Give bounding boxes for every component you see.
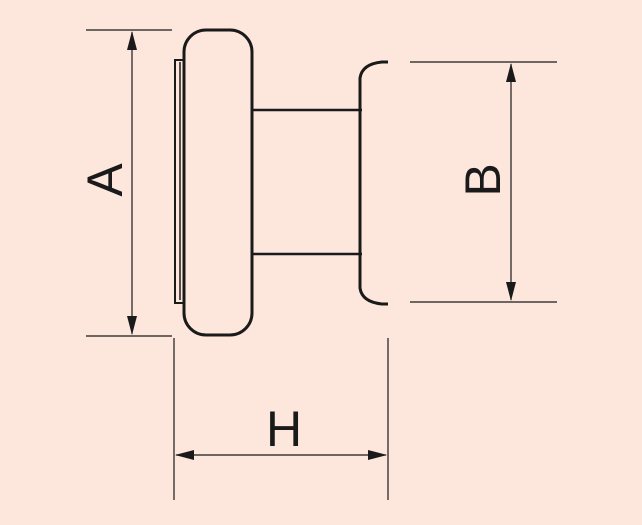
dimension-h-arrow-right [368,450,387,460]
front-cap [358,60,388,306]
dimension-b-arrow-bottom [506,282,516,301]
dimension-b: B [410,61,557,303]
dimension-a: A [77,29,172,337]
dimension-b-arrow-top [506,63,516,82]
dimension-a-label: A [77,163,133,197]
knob-neck [252,108,362,256]
dimension-h: H [173,338,389,500]
dimension-h-arrow-left [175,450,194,460]
knob-head [182,28,254,337]
dimension-b-label: B [455,163,511,196]
knob-outline [174,28,388,337]
dimension-h-label: H [266,401,302,457]
back-flange [174,59,185,304]
dimension-a-arrow-bottom [127,316,137,335]
dimension-a-arrow-top [127,31,137,50]
